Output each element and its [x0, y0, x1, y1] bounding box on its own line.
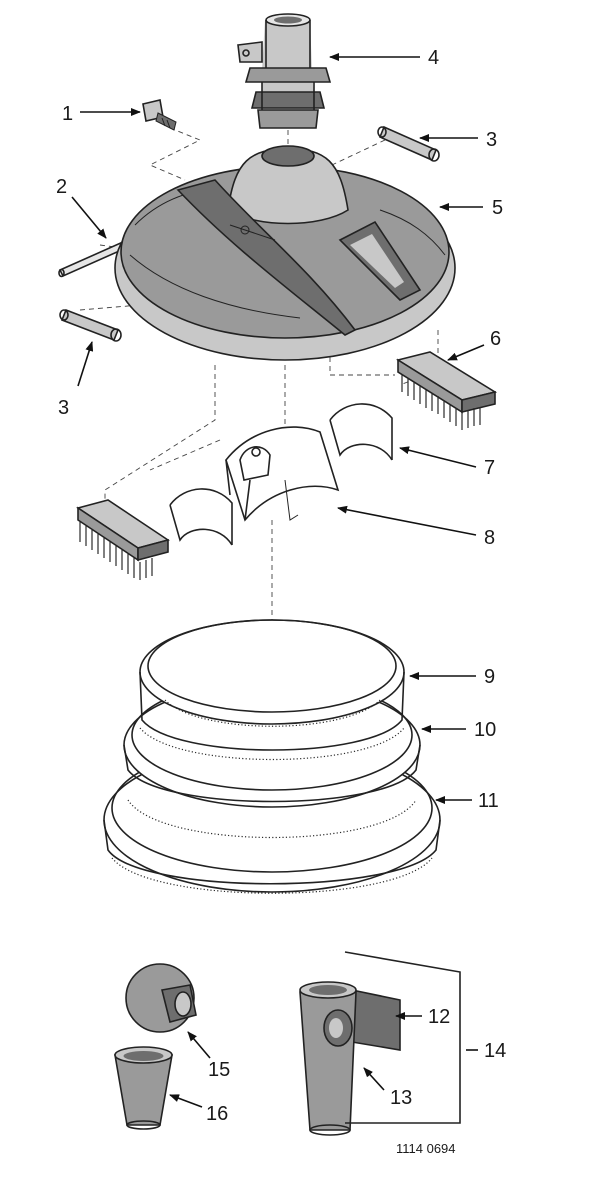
label-3-lower: 3 [58, 397, 69, 419]
part-1-screw [142, 99, 177, 131]
label-8: 8 [484, 527, 495, 549]
part-9-inner-ring [139, 619, 405, 751]
label-6: 6 [490, 328, 501, 350]
callout-labels: 1 2 3 3 4 5 6 7 8 9 10 11 12 13 14 15 16… [56, 47, 506, 1156]
leader-lines [71, 53, 485, 1108]
label-15: 15 [208, 1059, 230, 1081]
part-12-13-valve-body [299, 981, 401, 1136]
label-13: 13 [390, 1087, 412, 1109]
label-14: 14 [484, 1040, 506, 1062]
label-12: 12 [428, 1006, 450, 1028]
part-15-float-ball [125, 963, 197, 1033]
part-14-bracket [344, 951, 461, 1124]
label-2: 2 [56, 176, 67, 198]
brush-left [76, 499, 170, 580]
label-11: 11 [478, 790, 499, 812]
label-7: 7 [484, 457, 495, 479]
drawing-code: 1114 0694 [396, 1141, 456, 1156]
part-3-clip-lower [59, 308, 122, 342]
label-4: 4 [428, 47, 439, 69]
part-8-center-housing [225, 426, 340, 522]
label-3-upper: 3 [486, 129, 497, 151]
part-16-tapered-cup [114, 1046, 173, 1130]
part-7-bearing-halves [169, 403, 393, 546]
part-4-hose-swivel [237, 13, 332, 129]
label-10: 10 [474, 719, 496, 741]
label-16: 16 [206, 1103, 228, 1125]
label-9: 9 [484, 666, 495, 688]
part-3-clip-upper [377, 125, 440, 162]
part-5-top-cover [114, 145, 456, 361]
label-5: 5 [492, 197, 503, 219]
label-1: 1 [62, 103, 73, 125]
part-6-brush-right [395, 351, 498, 430]
